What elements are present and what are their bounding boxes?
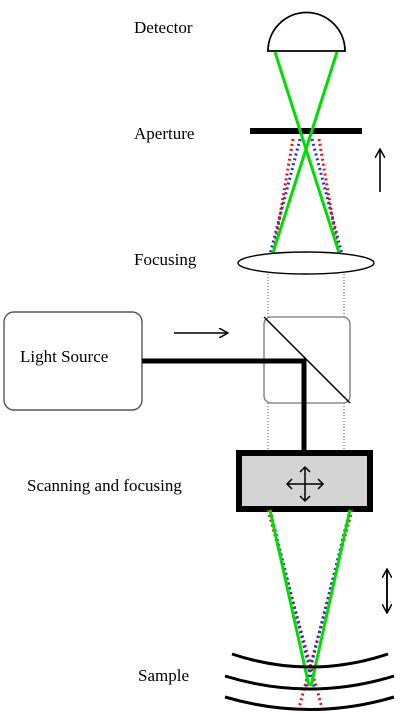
red-beam [270, 138, 295, 263]
upper-beam-group [266, 51, 346, 263]
four-way-arrow-icon [285, 465, 325, 503]
green-beam [309, 509, 352, 687]
blue-beam [310, 138, 346, 263]
sample-label: Sample [138, 666, 189, 685]
sample-layer [224, 674, 395, 691]
focusing-label: Focusing [134, 250, 197, 269]
light-source-label: Light Source [20, 347, 109, 366]
scanning-label: Scanning and focusing [27, 476, 182, 495]
green-beam [268, 51, 339, 263]
blue-beam [266, 138, 302, 263]
scanner-box [236, 450, 373, 512]
sample-layer [224, 695, 395, 711]
green-beam [273, 51, 344, 263]
sample-layer [231, 652, 389, 669]
detector-label: Detector [134, 18, 193, 37]
red-beam [317, 138, 342, 263]
beam-splitter-diagonal [263, 316, 351, 404]
light-path [142, 358, 307, 451]
focusing-lens [237, 251, 375, 275]
sample-layers [224, 652, 395, 711]
aperture-label: Aperture [134, 124, 195, 143]
aperture-plate [250, 128, 362, 134]
green-beam [268, 509, 311, 687]
detector-shape [267, 11, 346, 52]
lower-beam-group [266, 509, 354, 709]
